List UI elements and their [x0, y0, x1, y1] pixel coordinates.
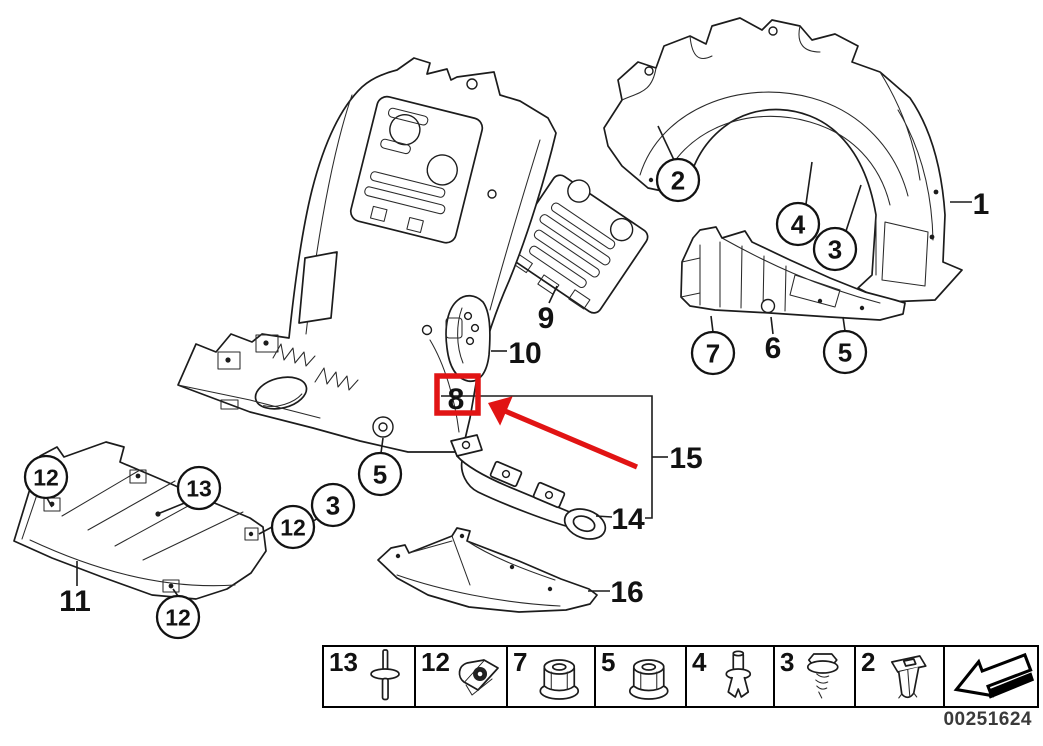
callout-label-14[interactable]: 14 — [611, 503, 645, 536]
callout-circle-4[interactable]: 4 — [775, 201, 821, 247]
callout-circle-7[interactable]: 7 — [690, 330, 736, 376]
legend-cell-7[interactable]: 7 — [506, 645, 596, 708]
legend-number-12: 12 — [421, 647, 450, 677]
diagram-number: 00251624 — [943, 709, 1032, 730]
legend-cell-13[interactable]: 13 — [322, 645, 416, 708]
callout-label-8[interactable]: 8 — [448, 383, 465, 416]
part-10-bracket-drawing — [445, 294, 491, 383]
legend-cell-back[interactable] — [943, 645, 1039, 708]
legend-number-7: 7 — [513, 647, 528, 677]
part-11-underbody-shield-drawing — [13, 441, 267, 600]
legend-cell-3[interactable]: 3 — [773, 645, 856, 708]
legend-cell-2[interactable]: 2 — [854, 645, 945, 708]
svg-text:5: 5 — [838, 337, 852, 367]
expansion-rivet-icon — [725, 650, 752, 698]
callout-circle-3-left[interactable]: 3 — [310, 482, 356, 528]
svg-text:12: 12 — [280, 514, 306, 540]
callout-circle-12-bottom[interactable]: 12 — [155, 594, 201, 640]
svg-text:3: 3 — [326, 490, 340, 520]
callout-label-11[interactable]: 11 — [59, 585, 91, 618]
svg-text:5: 5 — [373, 459, 387, 489]
flange-nut-icon — [539, 659, 580, 700]
svg-text:13: 13 — [186, 475, 212, 501]
expanding-nut-icon — [891, 655, 928, 699]
callout-label-16[interactable]: 16 — [610, 576, 643, 609]
flange-nut-icon — [629, 659, 670, 700]
callout-label-9[interactable]: 9 — [538, 302, 555, 335]
part-1-wheel-arch-liner-drawing — [603, 17, 963, 303]
callout-circle-3-top[interactable]: 3 — [812, 226, 858, 272]
back-arrow-icon — [953, 652, 1035, 699]
callout-circle-12-mid[interactable]: 12 — [270, 504, 316, 550]
callout-label-10[interactable]: 10 — [508, 337, 541, 370]
legend-number-3: 3 — [780, 647, 795, 677]
callout-circle-5-mid[interactable]: 5 — [357, 451, 403, 497]
part-567-lower-cover-drawing — [680, 226, 906, 321]
legend-number-13: 13 — [329, 647, 358, 677]
svg-text:7: 7 — [706, 338, 720, 368]
part-16-cover-panel-drawing — [377, 527, 598, 613]
red-arrow-icon — [488, 396, 513, 426]
callout-label-6[interactable]: 6 — [765, 332, 782, 365]
callout-circle-12-left[interactable]: 12 — [23, 454, 69, 500]
svg-text:4: 4 — [791, 209, 806, 239]
part-main-fender-liner-drawing — [177, 57, 557, 453]
svg-text:12: 12 — [165, 604, 191, 630]
callout-circle-13[interactable]: 13 — [176, 465, 222, 511]
highlight-box — [434, 373, 481, 416]
callout-label-1[interactable]: 1 — [973, 188, 990, 221]
svg-text:12: 12 — [33, 464, 59, 490]
legend-number-5: 5 — [601, 647, 616, 677]
self-tapping-screw-icon — [807, 653, 840, 699]
highlight-8-group: 8 — [434, 373, 639, 470]
legend-cell-12[interactable]: 12 — [414, 645, 508, 708]
svg-text:2: 2 — [671, 165, 685, 195]
callout-circle-2[interactable]: 2 — [655, 157, 701, 203]
legend-number-4: 4 — [692, 647, 707, 677]
svg-text:3: 3 — [828, 234, 842, 264]
legend-cell-4[interactable]: 4 — [685, 645, 775, 708]
part-14-brace-drawing — [450, 434, 607, 540]
clip-nut-icon — [458, 659, 499, 696]
callout-circle-5-right[interactable]: 5 — [822, 329, 868, 375]
callout-label-15[interactable]: 15 — [669, 442, 702, 475]
legend-number-2: 2 — [861, 647, 876, 677]
push-pin-rivet-icon — [370, 649, 400, 701]
legend-cell-5[interactable]: 5 — [594, 645, 687, 708]
